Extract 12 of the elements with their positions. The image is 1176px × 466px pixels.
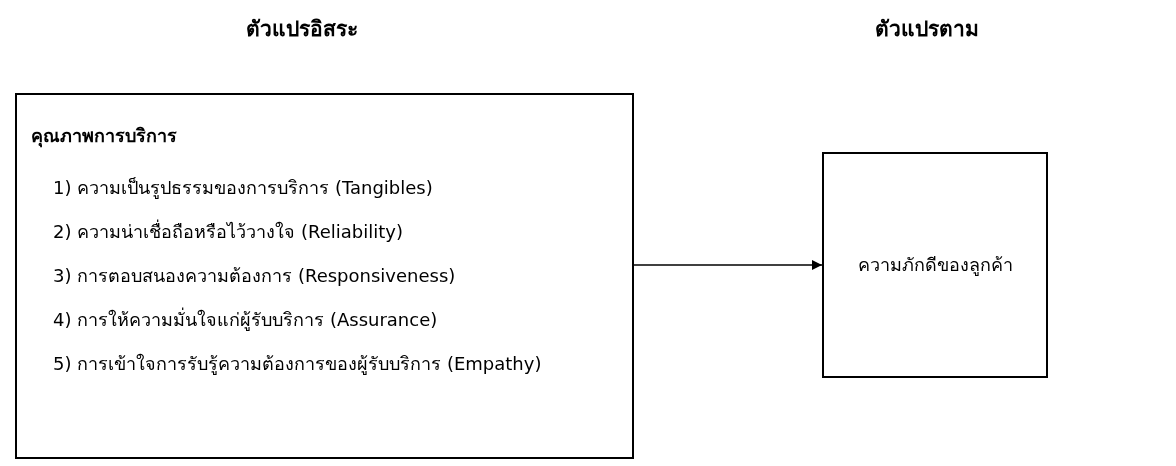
list-item: 2) ความน่าเชื่อถือหรือไว้วางใจ (Reliability) [53, 218, 404, 244]
column-heading: ตัวแปรตาม [875, 16, 979, 43]
list-item: 3) การตอบสนองความต้องการ (Responsiveness) [53, 264, 457, 288]
box-heading: คุณภาพการบริการ [31, 124, 177, 150]
variable-box [822, 152, 1048, 378]
arrow [633, 260, 823, 270]
list-item: 1) ความเป็นรูปธรรมของการบริการ (Tangibles) [53, 176, 434, 201]
variable-box [15, 93, 634, 459]
list-item: 5) การเข้าใจการรับรู้ความต้องการของผู้รับบริการ (Empathy) [53, 352, 543, 377]
list-item: 4) การให้ความมั่นใจแก่ผู้รับบริการ (Assurance) [53, 306, 439, 333]
box-text: ความภักดีของลูกค้า [857, 253, 1013, 278]
column-heading: ตัวแปรอิสระ [246, 16, 358, 43]
